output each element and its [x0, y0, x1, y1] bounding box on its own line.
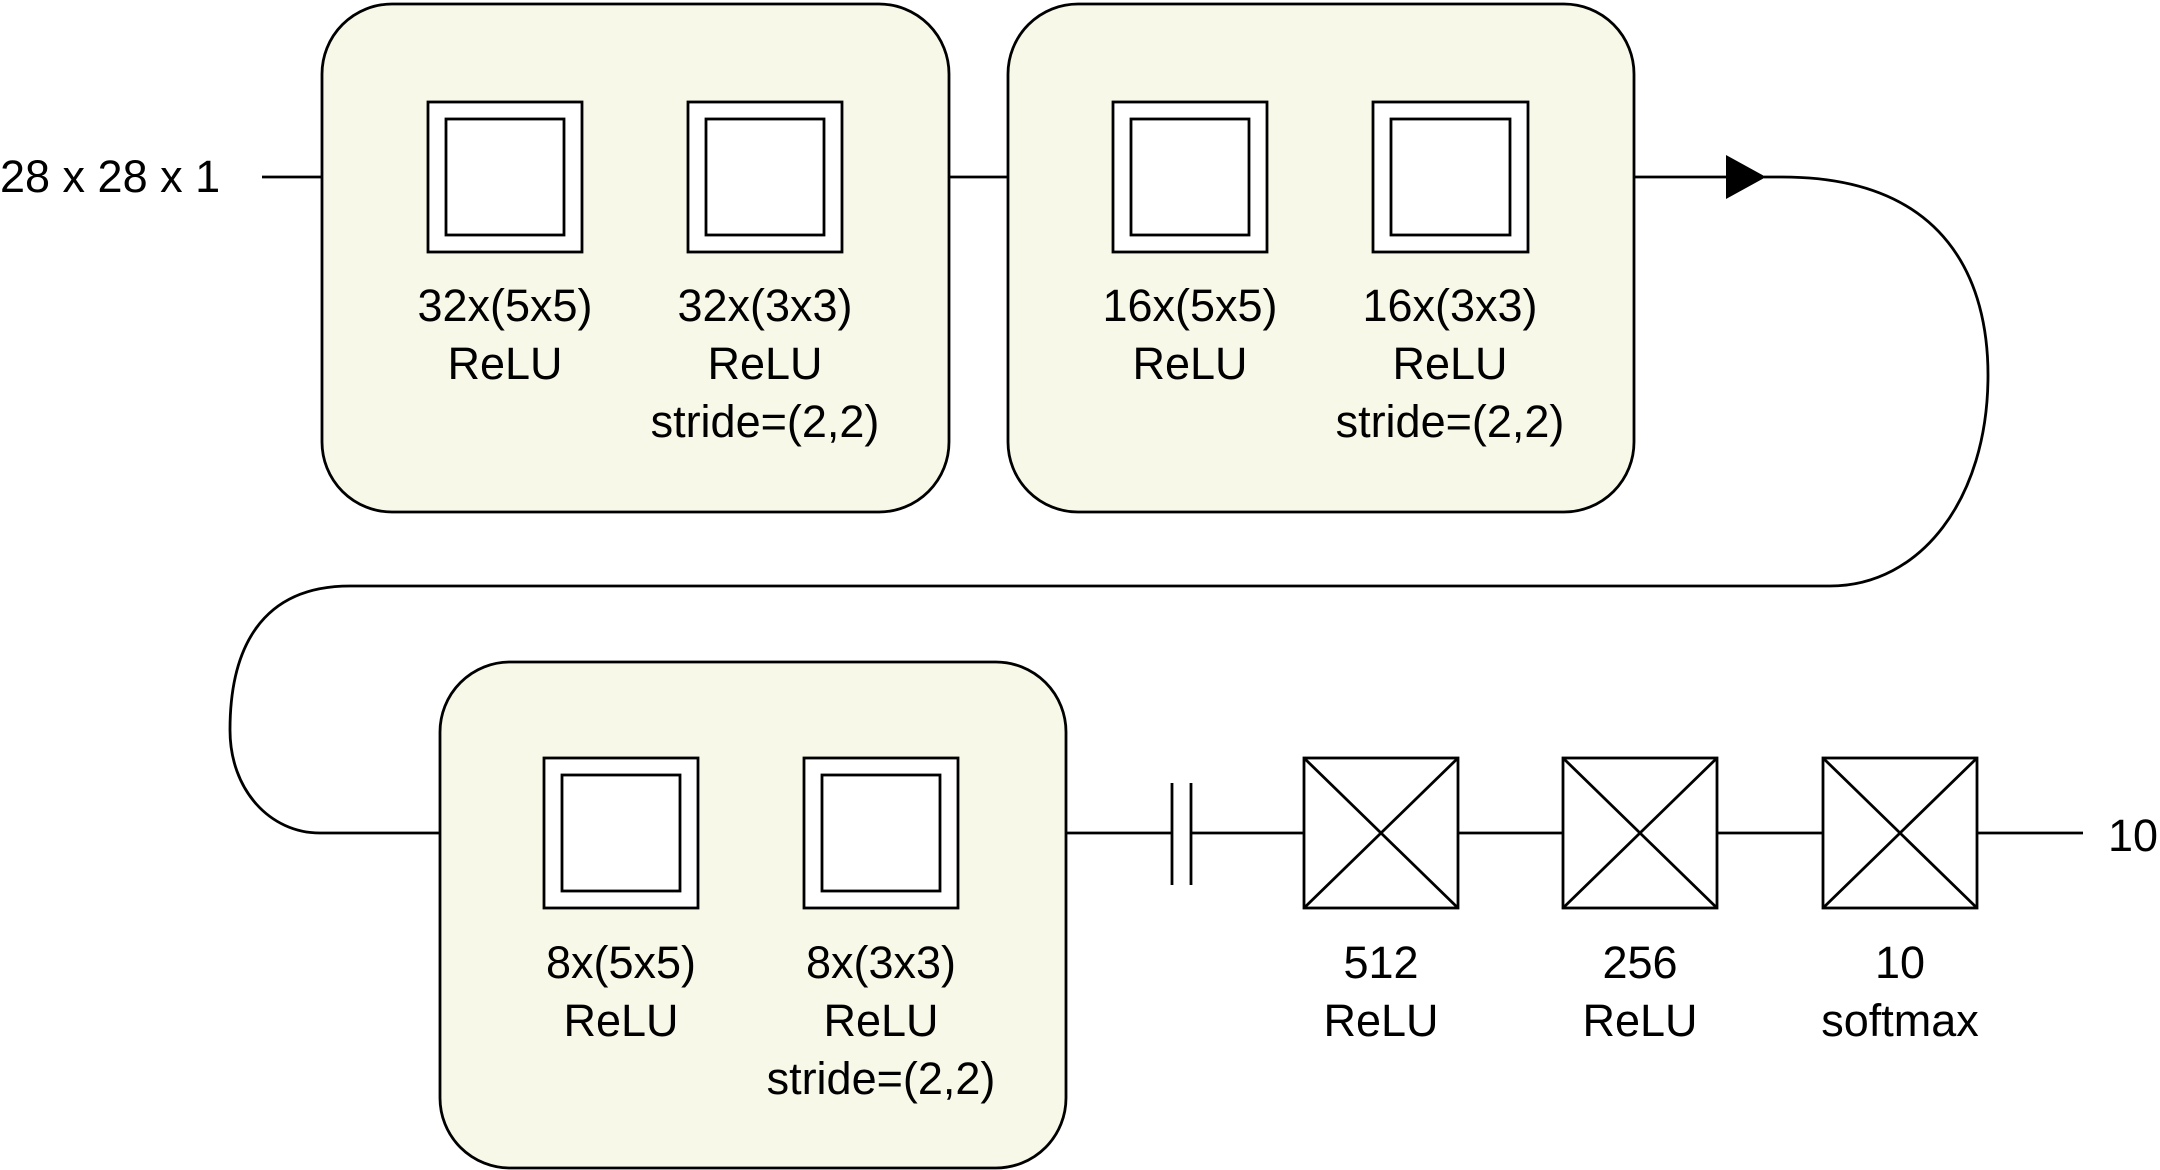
layer-label-line: ReLU [823, 995, 938, 1046]
conv-layer: 16x(3x3) ReLU stride=(2,2) [1336, 100, 1565, 447]
layer-label-line: stride=(2,2) [1336, 396, 1565, 447]
conv-block: 32x(5x5) ReLU 32x(3x3) ReLU stride=(2,2) [320, 2, 951, 514]
layer-label-line: stride=(2,2) [651, 396, 880, 447]
layer-label-line: 16x(5x5) [1102, 280, 1277, 331]
layer-label-line: 512 [1343, 937, 1418, 988]
conv-layer-inner-box [444, 117, 566, 237]
layer-label-line: 32x(3x3) [677, 280, 852, 331]
layer-label-line: stride=(2,2) [767, 1053, 996, 1104]
output-size-label: 10 [2108, 810, 2158, 861]
conv-layer-inner-box [1389, 117, 1512, 237]
conv-layer-inner-box [704, 117, 826, 237]
conv-block: 8x(5x5) ReLU 8x(3x3) ReLU stride=(2,2) [438, 660, 1068, 1170]
conv-block: 16x(5x5) ReLU 16x(3x3) ReLU stride=(2,2) [1006, 2, 1636, 514]
layer-label-line: 32x(5x5) [417, 280, 592, 331]
dense-layer-cross [1303, 756, 1459, 910]
conv-layer-inner-box [560, 773, 682, 893]
conv-layer: 32x(5x5) ReLU [417, 100, 593, 389]
layer-label-line: ReLU [1392, 338, 1507, 389]
dense-layer-cross [1562, 756, 1718, 910]
dense-layer: 512 ReLU [1302, 756, 1460, 1046]
conv-layer: 8x(5x5) ReLU [542, 756, 700, 1046]
layer-label-line: 16x(3x3) [1362, 280, 1537, 331]
conv-layer: 32x(3x3) ReLU stride=(2,2) [651, 100, 880, 447]
layer-label-line: ReLU [1323, 995, 1438, 1046]
dense-layer-cross [1822, 756, 1978, 910]
dense-layer: 10 softmax [1821, 756, 1979, 1046]
layer-label-line: ReLU [563, 995, 678, 1046]
dense-layer: 256 ReLU [1561, 756, 1719, 1046]
layer-label-line: ReLU [1582, 995, 1697, 1046]
layer-label-line: 256 [1602, 937, 1677, 988]
input-shape-label: 28 x 28 x 1 [0, 151, 220, 202]
conv-layer: 16x(5x5) ReLU [1102, 100, 1278, 389]
conv-layer-inner-box [820, 773, 942, 893]
arrowhead-icon [1726, 155, 1766, 199]
layer-label-line: 8x(5x5) [546, 937, 696, 988]
layer-label-line: 10 [1875, 937, 1925, 988]
layer-label-line: ReLU [1132, 338, 1247, 389]
layer-label-line: ReLU [707, 338, 822, 389]
wrap-connector [228, 175, 1990, 835]
layer-label-line: ReLU [447, 338, 562, 389]
layer-label-line: softmax [1821, 995, 1979, 1046]
conv-layer: 8x(3x3) ReLU stride=(2,2) [767, 756, 996, 1104]
layer-label-line: 8x(3x3) [806, 937, 956, 988]
conv-layer-inner-box [1129, 117, 1251, 237]
